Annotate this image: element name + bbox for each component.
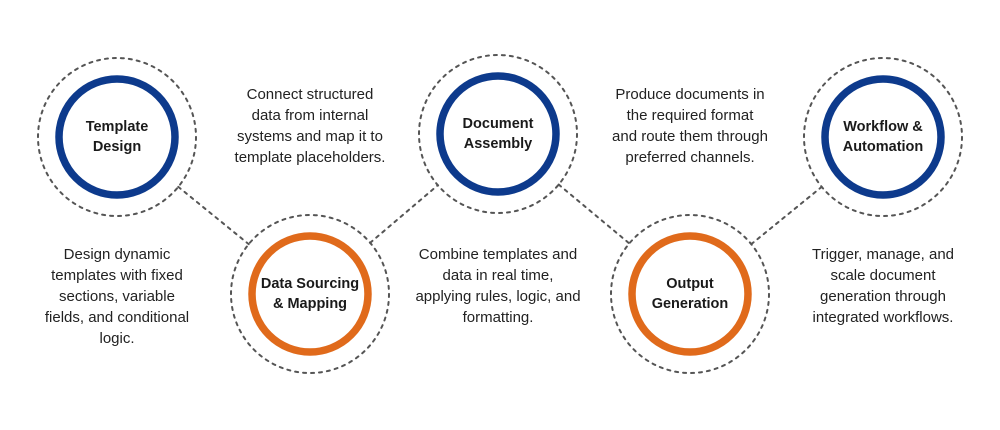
step-3-node [418,54,578,214]
step-5-title: Workflow &Automation [842,119,924,155]
step-2-ring [248,232,372,356]
step-1-ring [55,75,179,199]
step-nodes [37,54,963,374]
step-1-node [37,57,197,217]
step-5-dotted-outline [803,57,963,217]
connector-1-2 [177,185,250,246]
connector-lines [177,183,823,246]
step-2-dotted-outline [230,214,390,374]
connector-4-5 [750,185,823,246]
step-4-dotted-outline [610,214,770,374]
step-5-node [803,57,963,217]
connector-3-4 [557,183,631,245]
step-3-ring [436,72,560,196]
step-4-ring [628,232,752,356]
step-3-dotted-outline [418,54,578,214]
step-2-title: Data Sourcing& Mapping [260,276,360,312]
step-4-description: Produce documents in the required format… [612,86,768,166]
step-2-description: Connect structured data from internal sy… [234,86,386,166]
connector-2-3 [369,184,439,244]
step-5-description: Trigger, manage, and scale document gene… [811,246,955,326]
step-5-ring [821,75,945,199]
step-3-description: Combine templates and data in real time,… [415,246,581,326]
step-1-dotted-outline [37,57,197,217]
step-4-node [610,214,770,374]
step-1-description: Design dynamic templates with fixed sect… [44,246,190,347]
step-2-node [230,214,390,374]
